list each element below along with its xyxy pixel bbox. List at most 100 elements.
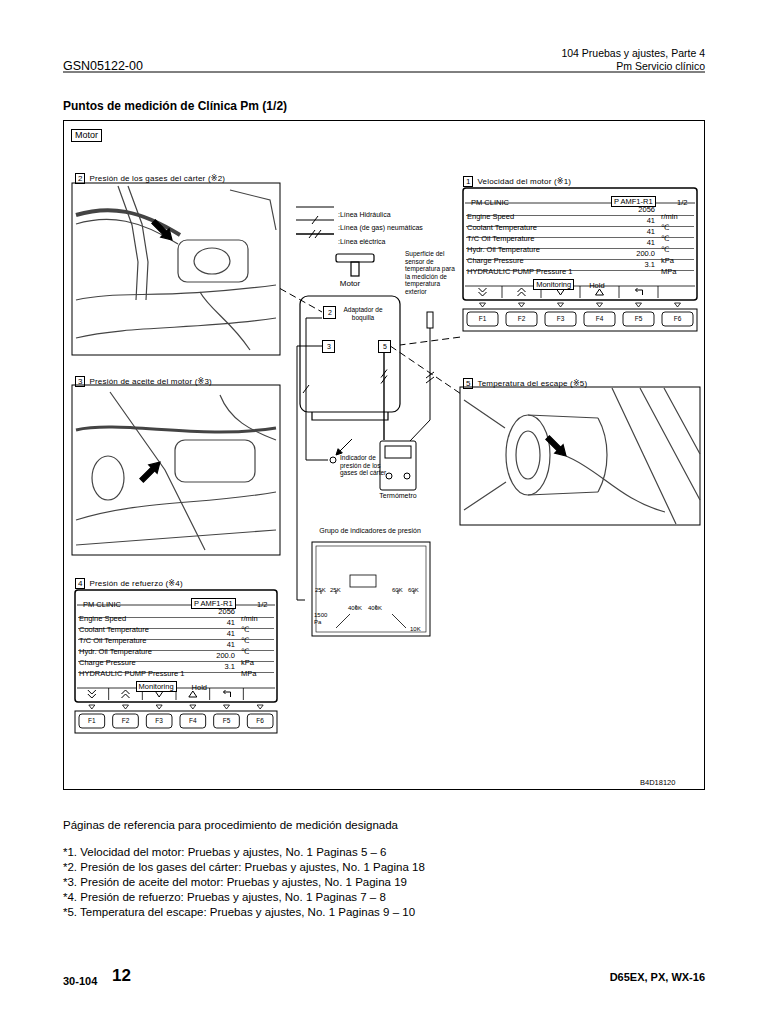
screen-value: 2056 [617,205,655,214]
label-holder: r/min [241,607,258,625]
photo-frame [72,183,700,555]
screen-value: 41 [197,640,235,649]
panel-heading: Presión de aceite del motor (※3) [89,376,212,387]
function-key: F2 [109,717,143,725]
screen-unit: ℃ [241,636,249,645]
screen-unit: kPa [661,256,674,265]
label-holder: r/min [661,205,678,223]
engine-outline [300,296,400,412]
label-holder: *5. Temperatura del escape: Pruebas y aj… [63,902,415,920]
function-key: F3 [142,717,176,725]
oil-pressure-photo [220,395,276,440]
label-holder: 41 [617,227,655,236]
screen-unit: ℃ [241,647,249,656]
legend-sample [296,207,334,208]
label-holder: 25K [330,578,341,596]
engine-outline [300,254,400,420]
screen-item: T/C Oil Temperature [467,234,534,243]
screen-item: T/C Oil Temperature [79,636,146,645]
label-holder: 3.1 [197,662,235,671]
crankcase-photo [128,186,148,300]
crankcase-photo [194,248,230,274]
monitor-screen [480,303,486,307]
label-holder: 10K [410,617,421,635]
screen-item: HYDRAULIC PUMP Pressure 1 [79,669,184,678]
hydraulic-line [297,346,322,600]
label-holder: 400K [368,596,382,614]
oil-pressure-photo [110,392,205,550]
pressure-indicator-symbol [340,439,352,451]
label-holder: 30-104 [63,971,97,989]
label-holder: PM CLINIC [83,593,121,611]
model-name: D65EX, PX, WX-16 [500,971,705,984]
screen-tab: Hold [589,281,604,290]
screen-value: 3.1 [617,260,655,269]
label-holder: 41 [617,216,655,225]
gauge-group: Grupo de indicadores de presión [305,525,435,640]
monitor-screen [75,590,277,733]
exhaust-photo [506,415,550,495]
function-key: F5 [210,717,244,725]
page-number: 30-104 [63,975,97,988]
line-mark [312,216,318,224]
port-tag: 5 [378,340,391,353]
engine-outline [312,412,388,420]
leader-link [400,337,460,345]
line-mark [303,385,309,393]
monitor-screen [89,705,95,709]
monitor-screen [502,286,503,298]
monitor-screen [224,705,230,709]
screen-value: 41 [197,629,235,638]
screen-tab: Hold [192,683,207,692]
monitor-screen [519,303,525,307]
monitor-screen [636,303,642,307]
legend-text: :Línea Hidráulica [338,211,391,218]
legend-text: :Línea (de gas) neumáticas [338,224,423,231]
screen-value: 2056 [197,607,235,616]
legend-holder: :Línea Hidráulica [338,203,391,221]
screen-unit: ℃ [661,234,669,243]
port-tag: 3 [322,340,335,353]
gauge-scale: 60K [392,587,403,594]
engine-outline [336,254,374,262]
thermometer-body [386,473,392,479]
label-holder: 1500 Pa [314,612,330,626]
monitor-screen [463,309,697,331]
measurement-panel: 2Presión de los gases del cárter (※2) [72,165,280,355]
monitor-screen [463,188,697,331]
thermometer-body [404,473,410,479]
label-holder: D65EX, PX, WX-16 [500,971,705,984]
oil-pressure-photo [76,492,276,520]
callout-number: 2 [75,173,85,184]
screen-page: 1/2 [257,600,267,609]
panel-heading: Temperatura del escape (※5) [477,378,587,389]
label-holder: F3 [142,717,176,725]
crankcase-photo [200,292,250,350]
engine-outline [351,262,359,276]
line-mark [381,376,387,384]
screen-item: Engine Speed [467,212,514,221]
gauge-panel [312,542,430,636]
screen-item: Engine Speed [79,614,126,623]
node-label: Adaptador de boquilla [339,306,387,321]
leader-link [280,289,322,313]
node-label: Indicador de presión de los gases del cá… [340,454,388,477]
monitor-screen [75,590,277,702]
screen-unit: MPa [241,669,256,678]
screen-tab: Monitoring [533,279,574,290]
screen-tab: Monitoring [136,681,177,692]
label-holder: *1. Velocidad del motor: Pruebas y ajust… [63,842,386,860]
label-holder: F5 [619,315,658,323]
label-holder: F4 [176,717,210,725]
monitor-screen [108,688,109,700]
exhaust-photo [528,415,598,495]
gauge-panel [350,575,376,587]
temperature-probe [410,312,434,441]
exhaust-photo [546,436,566,456]
node-label: Motor [300,278,400,289]
monitor-screen [619,286,620,298]
gauge-panel [312,542,430,636]
line-mark [303,385,309,393]
function-key: F4 [580,315,619,323]
